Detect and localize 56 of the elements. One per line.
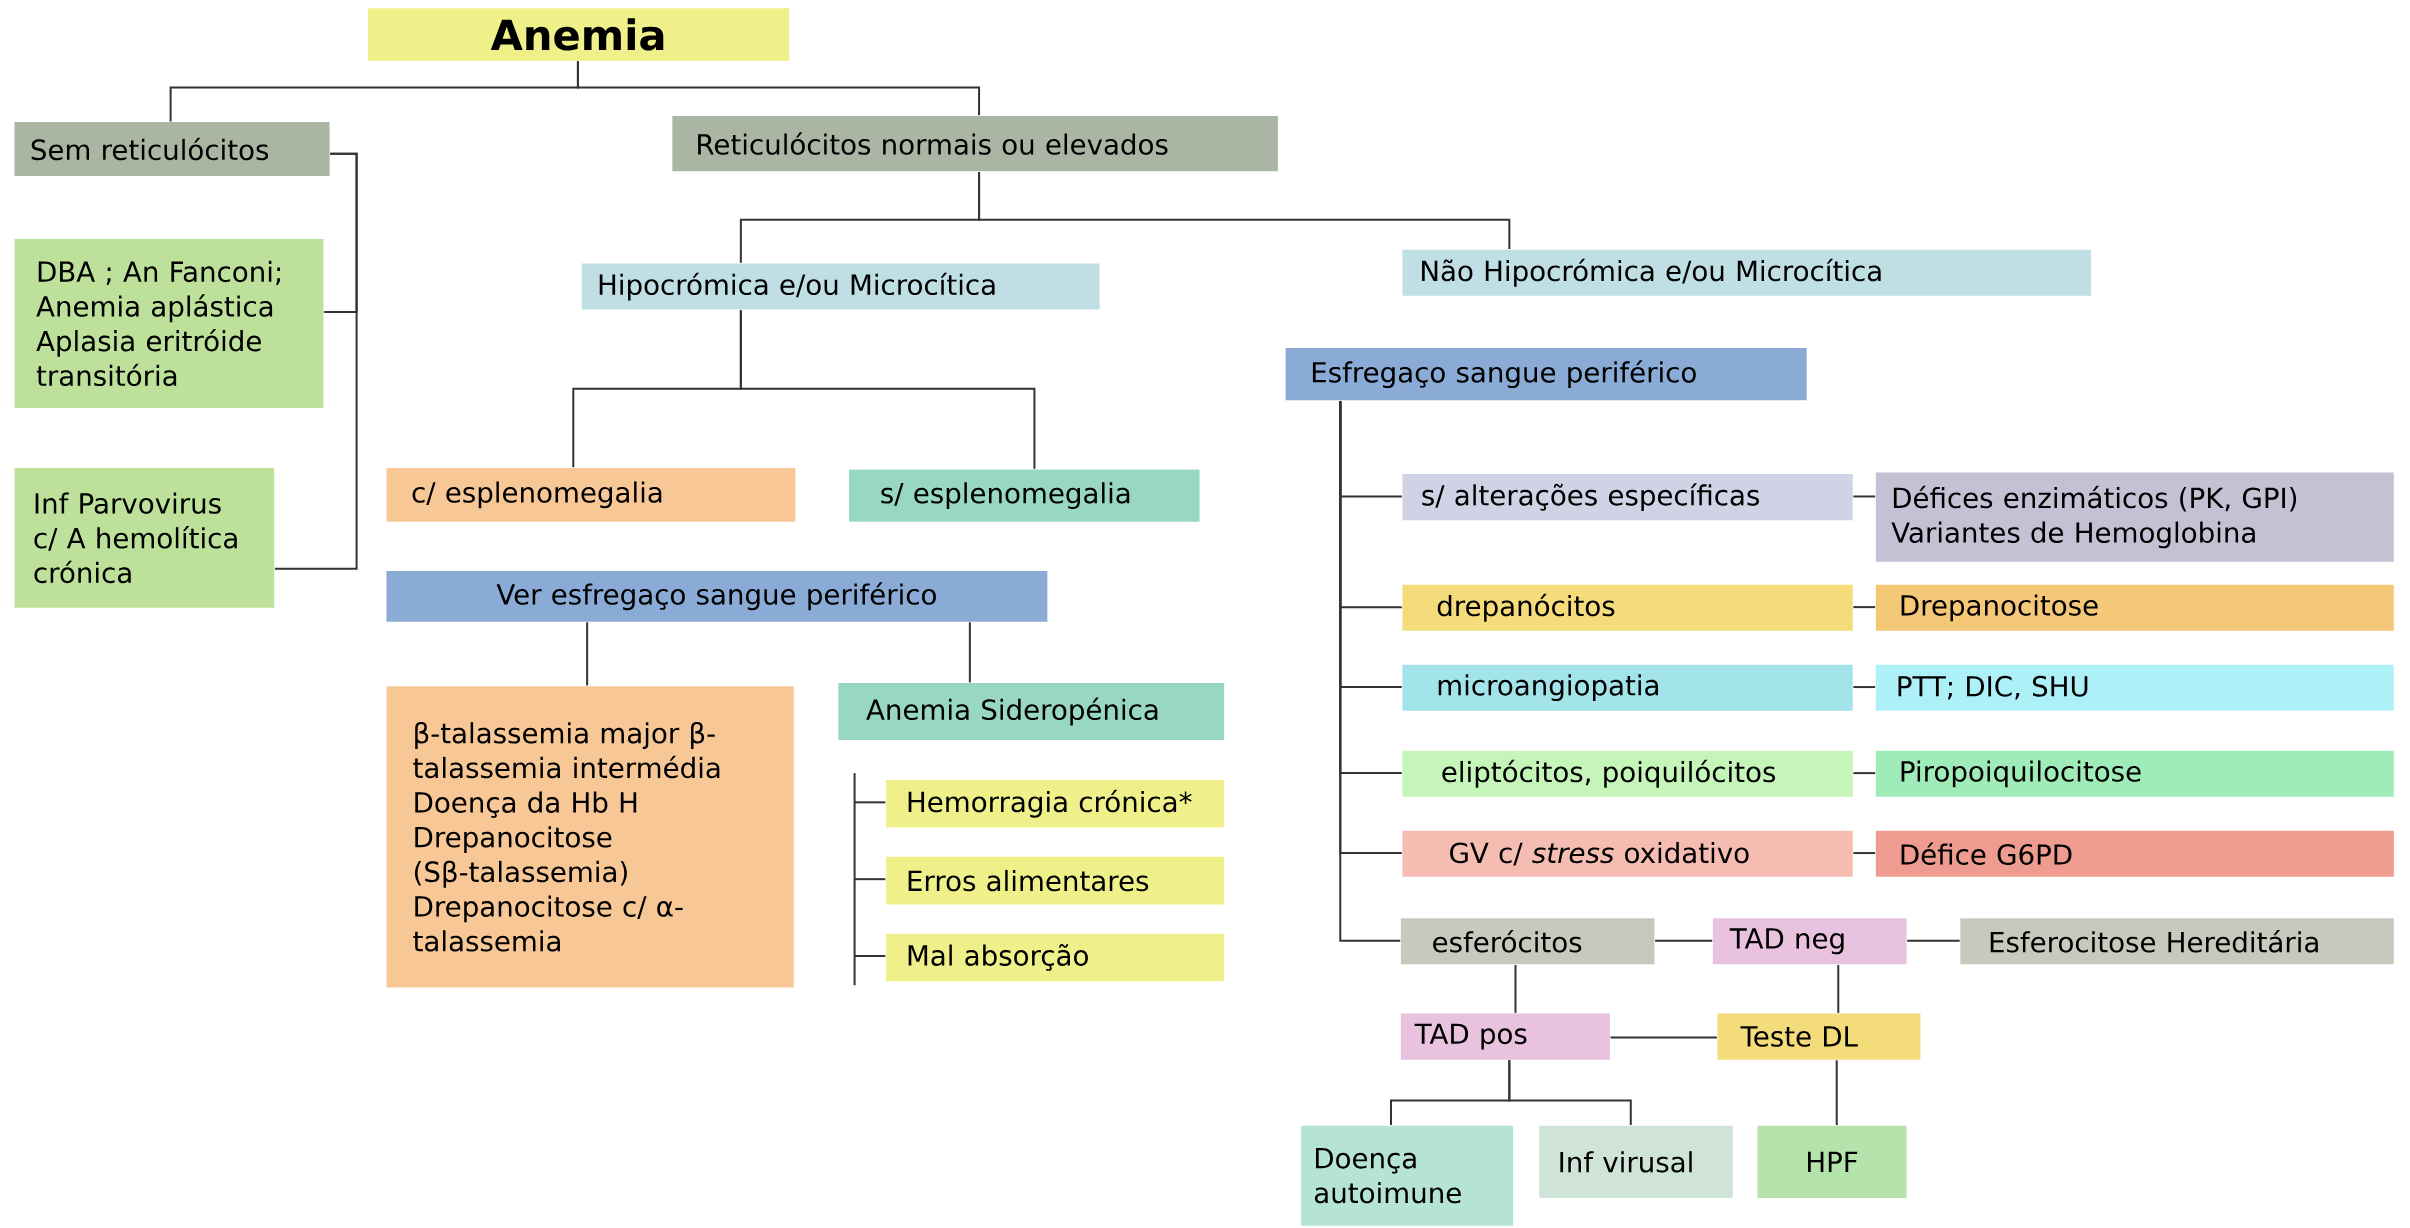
category-box: Teste DL xyxy=(1717,1013,1921,1060)
connector-line xyxy=(853,878,887,881)
category-box: Reticulócitos normais ou elevados xyxy=(672,115,1278,172)
category-box: Esferocitose Hereditária xyxy=(1960,918,2394,965)
category-box: s/ alterações específicas xyxy=(1402,474,1853,521)
category-box: Sem reticulócitos xyxy=(14,122,330,176)
category-box: s/ esplenomegalia xyxy=(849,469,1200,522)
connector-line xyxy=(586,621,589,687)
category-box: Défice G6PD xyxy=(1875,830,2394,877)
category-box: Inf virusal xyxy=(1539,1125,1733,1198)
connector-line xyxy=(273,152,358,570)
category-box: Défices enzimáticos (PK, GPI) Variantes de Hemoglobina xyxy=(1875,472,2394,562)
category-box: Não Hipocrómica e/ou Microcítica xyxy=(1402,249,2091,296)
category-box: esferócitos xyxy=(1400,918,1655,965)
category-box: Drepanocitose xyxy=(1875,584,2394,631)
category-box: Inf Parvovirus c/ A hemolítica crónica xyxy=(14,467,275,608)
connector-line xyxy=(1508,1059,1632,1127)
category-box: Piropoiquilocitose xyxy=(1875,750,2394,797)
connector-line xyxy=(853,955,887,957)
connector-line xyxy=(1852,606,1877,609)
connector-line xyxy=(1514,964,1517,1014)
category-box: Hemorragia crónica* xyxy=(886,779,1225,828)
category-box: Esfregaço sangue periférico xyxy=(1285,348,1807,401)
category-box: PTT; DIC, SHU xyxy=(1875,664,2394,711)
category-box: c/ esplenomegalia xyxy=(386,467,796,522)
category-box: Doença autoimune xyxy=(1301,1125,1514,1226)
connector-line xyxy=(1852,495,1877,498)
connector-line xyxy=(1654,939,1714,942)
connector-line xyxy=(968,621,971,684)
category-box: TAD pos xyxy=(1400,1013,1610,1060)
category-box: β-talassemia major β-talassemia intermédia Doença da Hb H Drepanocitose (Sβ-talassemia) Drepanocitose c/ α-talassemia xyxy=(386,686,794,988)
category-box: eliptócitos, poiquilócitos xyxy=(1402,750,1853,797)
connector-line xyxy=(1852,852,1877,854)
category-box: HPF xyxy=(1757,1125,1907,1198)
category-box: microangiopatia xyxy=(1402,664,1853,711)
connector-line xyxy=(739,309,1036,470)
connector-line xyxy=(978,170,1511,250)
category-box: Ver esfregaço sangue periférico xyxy=(386,570,1048,622)
connector-line xyxy=(1339,399,1402,942)
category-box: Hipocrómica e/ou Microcítica xyxy=(581,263,1100,310)
category-box: Erros alimentares xyxy=(886,856,1225,905)
connector-line xyxy=(1835,1059,1838,1127)
category-box: GV c/ stress oxidativo xyxy=(1402,830,1853,877)
connector-line xyxy=(1852,772,1877,775)
category-box: TAD neg xyxy=(1712,918,1907,965)
connector-line xyxy=(1837,964,1840,1014)
category-box: Anemia Sideropénica xyxy=(838,683,1225,740)
category-box: drepanócitos xyxy=(1402,584,1853,631)
connector-line xyxy=(576,60,981,117)
connector-line xyxy=(1906,939,1961,942)
connector-line xyxy=(1609,1036,1718,1039)
title-box: Anemia xyxy=(368,8,790,61)
category-box: DBA ; An Fanconi; Anemia aplástica Aplasia eritróide transitória xyxy=(14,238,324,408)
category-box: Mal absorção xyxy=(886,933,1225,982)
connector-line xyxy=(1852,686,1877,689)
connector-line xyxy=(853,801,887,804)
